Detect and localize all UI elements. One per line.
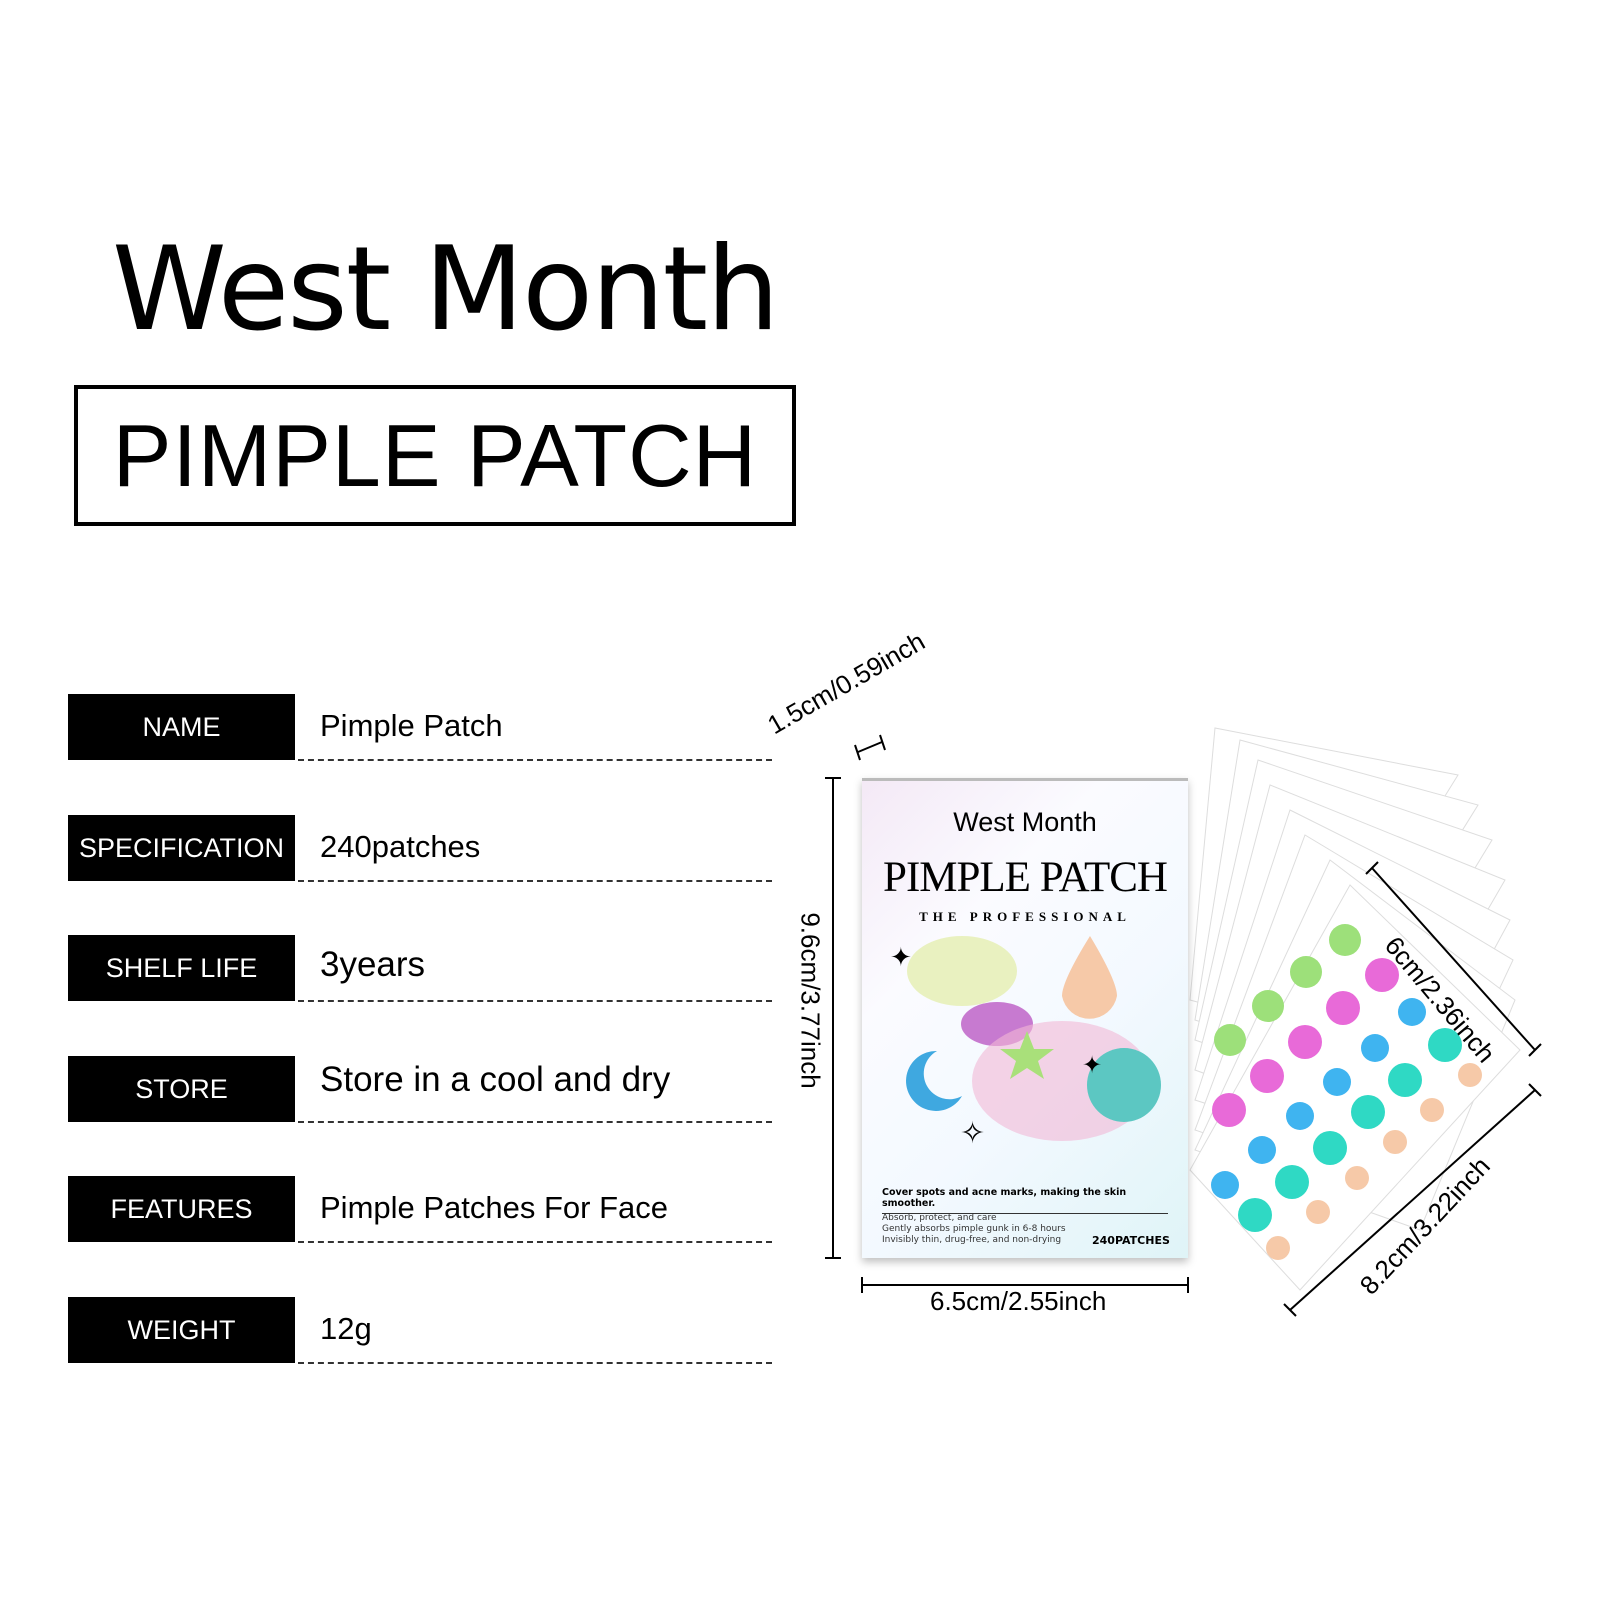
spec-label: FEATURES <box>68 1176 295 1242</box>
package-count: 240PATCHES <box>1092 1234 1170 1247</box>
svg-text:✧: ✧ <box>960 1116 985 1151</box>
divider <box>298 1362 772 1364</box>
dimension-lines <box>825 734 1542 1317</box>
package-line: Invisibly thin, drug-free, and non-dryin… <box>882 1235 1062 1245</box>
spec-value: Pimple Patches For Face <box>320 1190 669 1225</box>
package-artwork: ✦ ✧ ✦ <box>890 936 1161 1151</box>
spec-label: STORE <box>68 1056 295 1122</box>
package-title: PIMPLE PATCH <box>883 854 1168 901</box>
patch-dots <box>1211 924 1482 1260</box>
package-line: Absorb, protect, and care <box>882 1213 997 1223</box>
height-label: 9.6cm/3.77inch <box>795 912 826 1089</box>
spec-value: Pimple Patch <box>320 708 503 743</box>
package-tagline: Cover spots and acne marks, making the s… <box>882 1187 1168 1214</box>
spec-row-specification: SPECIFICATION 240patches <box>68 815 772 882</box>
width-label: 6.5cm/2.55inch <box>930 1286 1107 1316</box>
package-subtitle: THE PROFESSIONAL <box>919 909 1131 924</box>
spec-row-shelf-life: SHELF LIFE 3years <box>68 935 772 1002</box>
package-brand: West Month <box>953 807 1097 837</box>
svg-text:✦: ✦ <box>1082 1051 1102 1079</box>
spec-row-store: STORE Store in a cool and dry <box>68 1056 772 1123</box>
spec-row-features: FEATURES Pimple Patches For Face <box>68 1176 772 1243</box>
spec-value: 12g <box>320 1311 372 1346</box>
divider <box>298 1241 772 1243</box>
spec-row-name: NAME Pimple Patch <box>68 694 772 761</box>
spec-label: SPECIFICATION <box>68 815 295 881</box>
spec-label: NAME <box>68 694 295 760</box>
product-title-box: PIMPLE PATCH <box>74 385 796 526</box>
spec-label: WEIGHT <box>68 1297 295 1363</box>
spec-label: SHELF LIFE <box>68 935 295 1001</box>
package-line: Gently absorbs pimple gunk in 6-8 hours <box>882 1224 1066 1234</box>
divider <box>298 1000 772 1002</box>
divider <box>298 1121 772 1123</box>
divider <box>298 880 772 882</box>
spec-value: Store in a cool and dry <box>320 1060 671 1099</box>
spec-value: 240patches <box>320 829 481 864</box>
brand-title: West Month <box>112 222 780 357</box>
svg-text:✦: ✦ <box>890 943 912 973</box>
spec-row-weight: WEIGHT 12g <box>68 1297 772 1364</box>
divider <box>298 759 772 761</box>
spec-value: 3years <box>320 945 426 984</box>
product-package: ✦ ✧ ✦ West Month PIMPLE PATCH THE PROFESSI… <box>862 778 1188 1258</box>
